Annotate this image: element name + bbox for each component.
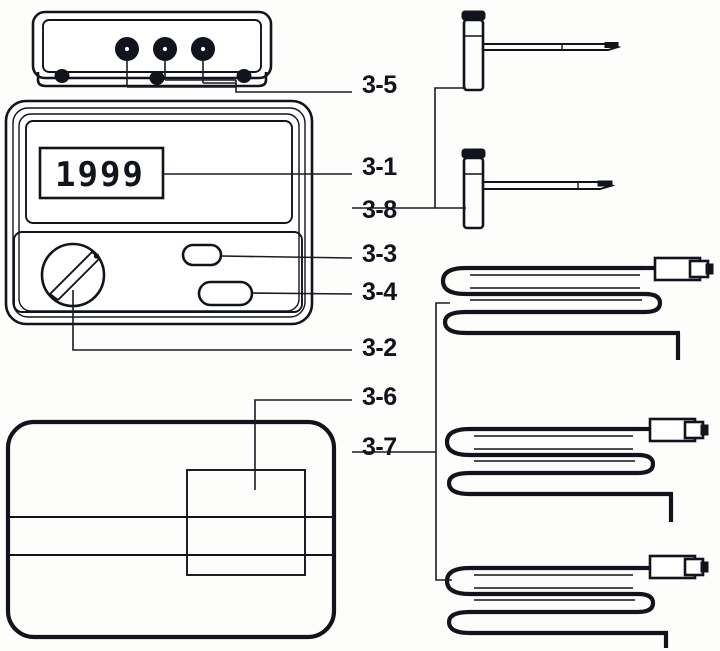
callout-3-8: 3-8: [362, 196, 397, 224]
leader-3-4: [251, 292, 353, 295]
case-foot-right: [236, 69, 252, 83]
callout-3-3: 3-3: [362, 240, 397, 268]
lower-button[interactable]: [197, 280, 254, 307]
control-panel: [13, 231, 303, 313]
meter-front-housing: 1999: [4, 99, 314, 326]
upper-button[interactable]: [181, 243, 223, 267]
callout-3-2: 3-2: [362, 334, 397, 362]
leader-3-3: [220, 255, 353, 259]
leader-3-5: [126, 60, 352, 93]
rear-case-panel: [5, 419, 337, 640]
callout-3-6: 3-6: [362, 383, 397, 411]
display-window: [25, 120, 293, 224]
callout-3-4: 3-4: [362, 278, 397, 306]
socket-terminal-block: [31, 10, 352, 93]
coiled-lead-2: [444, 417, 709, 522]
case-foot-left: [54, 69, 70, 83]
coiled-lead-1: [440, 256, 714, 360]
callout-labels: 3-5 3-1 3-8 3-3 3-4 3-2 3-6 3-7: [362, 71, 398, 461]
lcd-display: 1999: [38, 146, 165, 200]
callout-3-1: 3-1: [362, 153, 397, 181]
battery-compartment: [186, 469, 306, 576]
leader-3-7: [352, 302, 452, 581]
socket-terminals[interactable]: [115, 37, 215, 61]
case-foot-center: [149, 71, 165, 85]
test-probe-lower: [461, 148, 616, 230]
leader-3-2: [72, 290, 352, 351]
coiled-lead-3: [444, 554, 709, 648]
callout-3-5: 3-5: [362, 71, 397, 99]
rotary-dial[interactable]: [40, 242, 106, 308]
leader-3-6: [254, 399, 352, 490]
callout-3-7: 3-7: [362, 433, 397, 461]
leader-3-8: [352, 87, 466, 209]
lcd-value: 1999: [55, 155, 145, 195]
test-probe-upper: [461, 10, 622, 92]
